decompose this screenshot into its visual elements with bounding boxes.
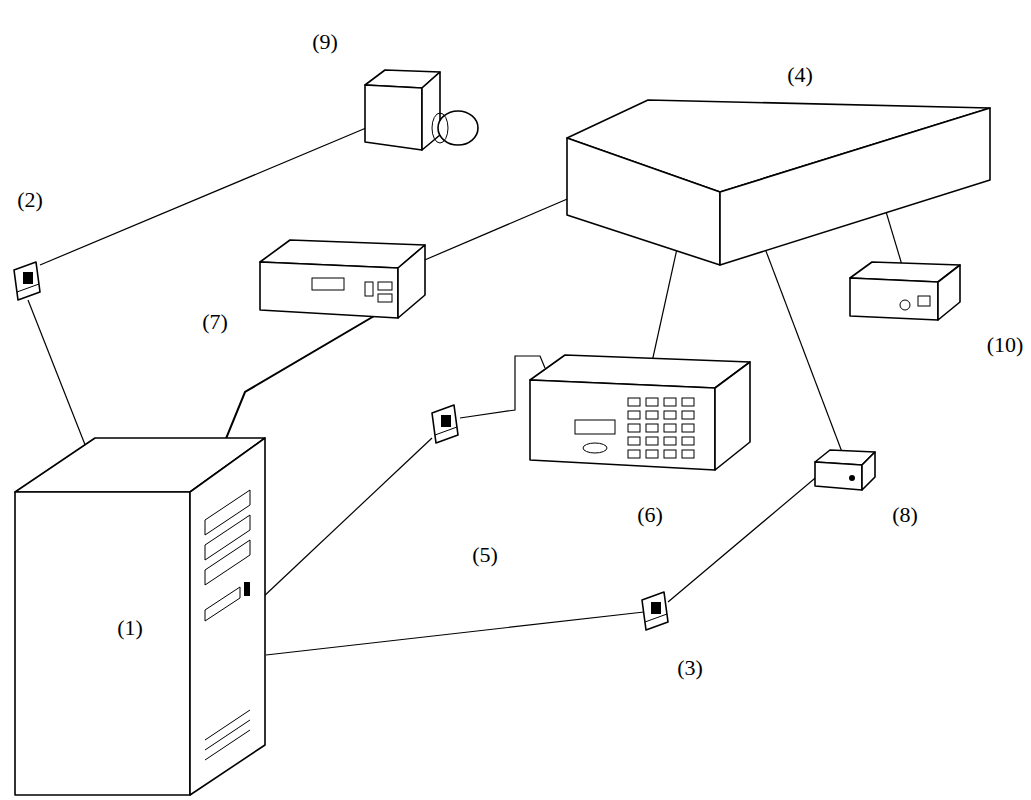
card-chip xyxy=(441,415,451,427)
callout-number: (10) xyxy=(987,334,1024,356)
display xyxy=(312,278,344,290)
box-front xyxy=(850,278,938,320)
key xyxy=(628,411,640,419)
connector xyxy=(900,300,910,310)
instrument-box xyxy=(260,240,425,318)
card-board xyxy=(642,592,668,630)
unit-front xyxy=(530,380,715,470)
callout-number: (9) xyxy=(312,31,338,53)
lens-ring xyxy=(432,113,448,143)
cable xyxy=(262,438,432,598)
interface-card xyxy=(642,592,668,630)
interface-card xyxy=(432,405,458,443)
callout-number: (7) xyxy=(202,311,228,333)
vent xyxy=(205,730,250,760)
card-edge xyxy=(17,284,39,292)
drive-bay xyxy=(205,540,250,585)
cable xyxy=(668,474,820,602)
keypad-unit xyxy=(530,355,750,470)
enclosure-front xyxy=(567,138,720,265)
button xyxy=(365,282,373,296)
enclosure-side xyxy=(720,108,990,265)
button xyxy=(378,282,392,290)
callout-number: (3) xyxy=(677,657,703,679)
key xyxy=(646,437,658,445)
drive-bay xyxy=(205,515,250,560)
camera-side xyxy=(365,85,422,150)
key xyxy=(682,398,694,406)
computer-tower xyxy=(15,438,265,795)
display xyxy=(575,420,615,434)
instrument-box xyxy=(850,262,960,320)
key xyxy=(628,424,640,432)
interface-card xyxy=(14,262,40,300)
card-edge xyxy=(645,614,667,622)
key xyxy=(646,398,658,406)
key xyxy=(682,450,694,458)
box-side xyxy=(938,265,960,320)
key xyxy=(664,437,676,445)
callout-number: (1) xyxy=(117,617,143,639)
callout-number: (5) xyxy=(472,544,498,566)
camera-front xyxy=(422,72,440,150)
key xyxy=(664,424,676,432)
module-side xyxy=(862,452,875,490)
key xyxy=(646,411,658,419)
drive-bay xyxy=(205,587,240,621)
drive-bay xyxy=(205,490,250,535)
box-front xyxy=(260,262,398,318)
tower-side xyxy=(15,492,190,795)
callout-number: (2) xyxy=(17,189,43,211)
key xyxy=(646,424,658,432)
box-side xyxy=(398,245,425,318)
key xyxy=(664,411,676,419)
button xyxy=(378,294,392,302)
knob xyxy=(583,443,607,453)
key xyxy=(682,411,694,419)
unit-side xyxy=(715,362,750,470)
card-chip xyxy=(651,602,661,614)
cable xyxy=(266,612,644,655)
keypad xyxy=(628,398,694,458)
power-button xyxy=(244,582,250,596)
key xyxy=(682,424,694,432)
card-chip xyxy=(23,272,33,284)
camera-lens xyxy=(438,111,478,145)
key xyxy=(628,398,640,406)
card-edge xyxy=(435,427,457,435)
key xyxy=(664,450,676,458)
key xyxy=(682,437,694,445)
callout-number: (4) xyxy=(787,64,813,86)
camera xyxy=(365,70,478,150)
tower-front xyxy=(190,438,265,795)
key xyxy=(628,450,640,458)
card-board xyxy=(14,262,40,300)
enclosure xyxy=(567,100,990,265)
key xyxy=(628,437,640,445)
key xyxy=(646,450,658,458)
button xyxy=(918,296,930,306)
callout-number: (6) xyxy=(637,504,663,526)
key xyxy=(664,398,676,406)
callout-number: (8) xyxy=(892,504,918,526)
small-module xyxy=(815,450,875,490)
connector xyxy=(849,475,855,481)
module-front xyxy=(815,462,862,490)
cable xyxy=(758,230,842,452)
card-board xyxy=(432,405,458,443)
